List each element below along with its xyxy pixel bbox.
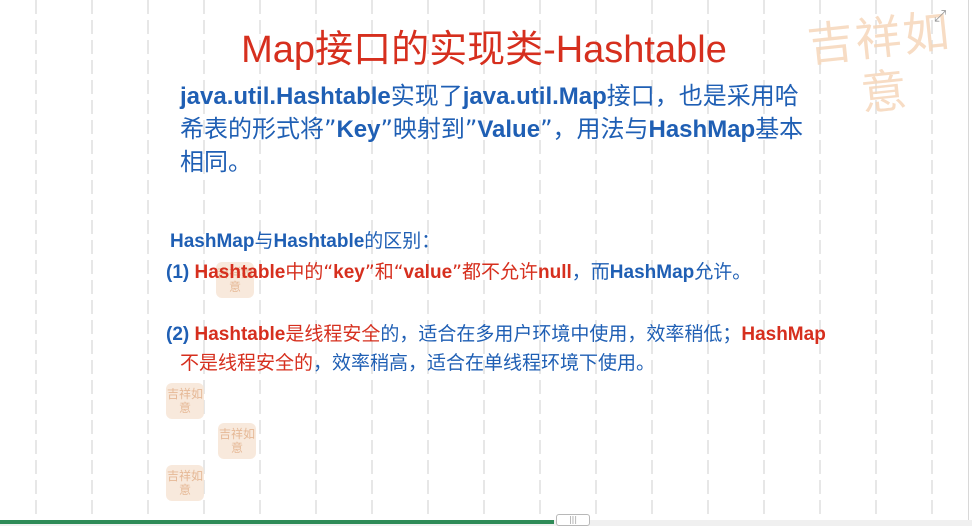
- text-segment: HashMap: [648, 116, 756, 143]
- text-segment: Hashtable: [194, 262, 286, 283]
- decorative-seal-small: 吉祥如意: [216, 262, 254, 298]
- text-segment: 基本相同。: [180, 115, 804, 176]
- text-segment: ，效率稍高，适合在单线程环境下使用。: [313, 352, 656, 374]
- text-segment: value: [403, 262, 453, 283]
- text-segment: java.util.Map: [462, 83, 607, 110]
- intro-paragraph: java.util.Hashtable实现了java.util.Map接口，也是…: [180, 80, 810, 179]
- text-segment: 是线程安全: [285, 323, 381, 345]
- text-segment: ”映射到”: [380, 115, 478, 143]
- text-segment: ”，用法与: [540, 115, 649, 143]
- text-segment: (1): [166, 262, 195, 283]
- difference-item-2: (2) Hashtable是线程安全的，适合在多用户环境中使用，效率稍低；Has…: [166, 320, 830, 378]
- text-segment: key: [333, 262, 365, 283]
- progress-handle[interactable]: |||: [556, 514, 590, 526]
- text-segment: 接口，也是采用哈希表的形式将”: [180, 82, 799, 143]
- text-segment: 的，适合在多用户环境中使用，效率稍低；: [380, 323, 742, 345]
- decorative-seal-small: 吉祥如意: [166, 383, 204, 419]
- difference-item-1: (1) Hashtable中的“key”和“value”都不允许null，而Ha…: [166, 258, 830, 287]
- text-segment: java.util.Hashtable: [180, 83, 391, 110]
- text-segment: Hashtable: [194, 324, 286, 345]
- fullscreen-icon[interactable]: ⤢: [933, 6, 947, 25]
- text-segment: Value: [477, 116, 541, 143]
- text-segment: 的区别：: [364, 230, 441, 252]
- text-segment: HashMap: [609, 262, 695, 283]
- text-segment: ”都不允许: [452, 261, 538, 283]
- decorative-seal-small: 吉祥如意: [166, 465, 204, 501]
- text-segment: ”和“: [364, 261, 404, 283]
- presentation-progress-bar[interactable]: |||: [0, 514, 972, 526]
- text-segment: 实现了: [390, 82, 463, 110]
- text-segment: Hashtable: [273, 231, 365, 252]
- decorative-seal-small: 吉祥如意: [218, 423, 256, 459]
- text-segment: (2): [166, 324, 195, 345]
- text-segment: Key: [336, 116, 381, 143]
- slide-title: Map接口的实现类-Hashtable: [241, 29, 727, 71]
- text-segment: null: [537, 262, 572, 283]
- difference-heading: HashMap与Hashtable的区别：: [170, 226, 440, 253]
- text-segment: ，而: [571, 261, 610, 283]
- text-segment: HashMap: [170, 231, 255, 252]
- progress-fill: [0, 520, 555, 524]
- text-segment: HashMap: [741, 324, 826, 345]
- text-segment: 与: [254, 230, 274, 252]
- text-segment: 中的“: [285, 261, 334, 283]
- text-segment: 允许。: [694, 261, 752, 283]
- text-segment: 不是线程安全的: [180, 352, 314, 374]
